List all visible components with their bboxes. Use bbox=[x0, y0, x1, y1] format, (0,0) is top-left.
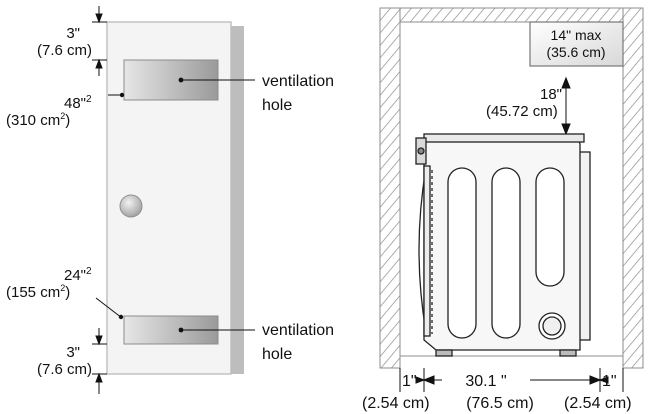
top-vent-area-dot bbox=[119, 92, 125, 98]
bottom-vent-area-leader bbox=[95, 297, 123, 319]
dryer-rear-foot bbox=[559, 349, 577, 357]
dryer-exhaust-vent-inner bbox=[542, 316, 562, 336]
top-gap-metric: (7.6 cm) bbox=[37, 42, 92, 59]
top-vent-area-metric: (310 cm2) bbox=[6, 111, 70, 129]
dryer-rib-3 bbox=[535, 167, 565, 287]
dryer-door-edge bbox=[423, 165, 431, 337]
top-clearance-dimension bbox=[561, 76, 571, 136]
bottom-vent-label-line1: ventilation bbox=[262, 322, 334, 339]
door-panel-edge bbox=[231, 26, 244, 374]
right-clearance-imperial: 1" bbox=[602, 373, 617, 390]
closet-door-panel bbox=[106, 21, 244, 375]
dryer-side-view bbox=[415, 133, 591, 357]
depth-metric: (76.5 cm) bbox=[466, 395, 534, 412]
top-clearance-metric: (45.72 cm) bbox=[486, 103, 558, 120]
alcove-left-wall bbox=[379, 7, 401, 369]
top-vent-label-line2: hole bbox=[262, 97, 292, 114]
top-vent-area-imperial: 48"2 bbox=[64, 94, 92, 112]
top-vent-label-line1: ventilation bbox=[262, 73, 334, 90]
bottom-vent-area-metric: (155 cm2) bbox=[6, 283, 70, 301]
dryer-rib-2 bbox=[491, 167, 521, 339]
corner-box bbox=[529, 21, 624, 67]
dryer-rib-1 bbox=[447, 167, 477, 339]
alcove-top-wall bbox=[379, 7, 644, 23]
top-clearance-imperial: 18" bbox=[540, 86, 562, 103]
left-clearance-metric: (2.54 cm) bbox=[362, 395, 430, 412]
right-clearance-metric: (2.54 cm) bbox=[564, 395, 632, 412]
alcove-right-wall bbox=[622, 7, 644, 369]
bottom-gap-dimension bbox=[92, 328, 107, 394]
depth-imperial: 30.1 " bbox=[465, 373, 506, 390]
bottom-vent-area-dot bbox=[118, 314, 124, 320]
bottom-vent-area-imperial: 24"2 bbox=[64, 266, 92, 284]
bottom-gap-metric: (7.6 cm) bbox=[37, 361, 92, 378]
bottom-gap-imperial: 3" bbox=[66, 344, 80, 361]
top-gap-imperial: 3" bbox=[66, 25, 80, 42]
door-knob bbox=[119, 194, 143, 218]
left-clearance-imperial: 1" bbox=[402, 373, 417, 390]
dryer-front-foot bbox=[435, 349, 453, 357]
bottom-vent-label-line2: hole bbox=[262, 346, 292, 363]
bottom-dimensions bbox=[399, 368, 624, 392]
dryer-control-knob bbox=[417, 147, 425, 155]
top-gap-dimension bbox=[92, 6, 107, 76]
corner-box-line1: 14" max bbox=[551, 27, 602, 43]
corner-box-line2: (35.6 cm) bbox=[546, 44, 605, 60]
dryer-door bbox=[418, 167, 427, 333]
dryer-top-panel bbox=[423, 133, 585, 143]
